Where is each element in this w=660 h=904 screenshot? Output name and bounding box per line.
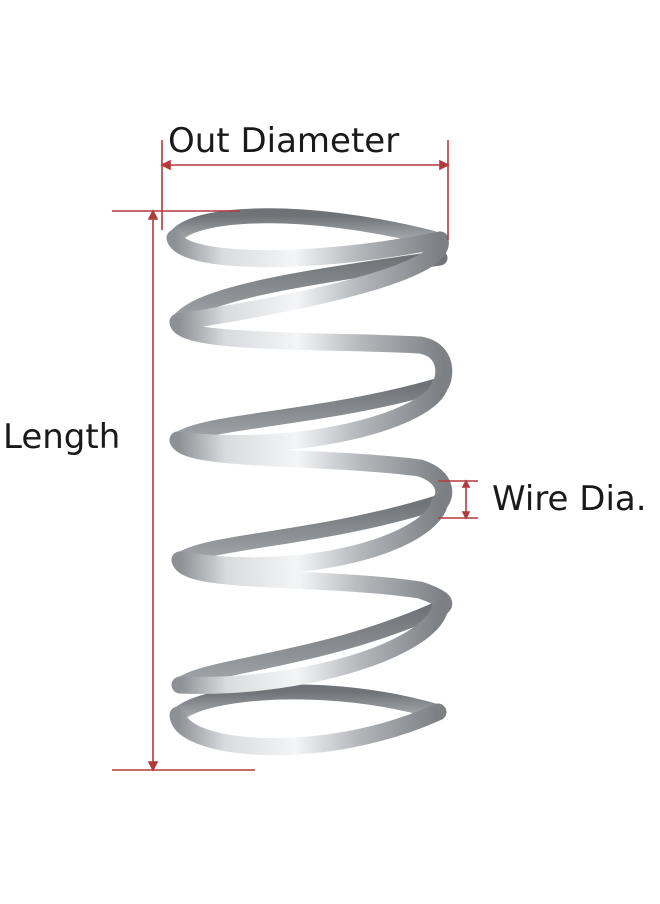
wire-diameter-dimension: [438, 479, 478, 520]
out-diameter-dimension: [160, 140, 450, 240]
length-label: Length: [3, 417, 121, 457]
wire-dia-label: Wire Dia.: [492, 479, 647, 519]
spring-coils-front: [166, 229, 453, 756]
length-dimension: [112, 209, 255, 772]
out-diameter-label: Out Diameter: [168, 121, 400, 161]
